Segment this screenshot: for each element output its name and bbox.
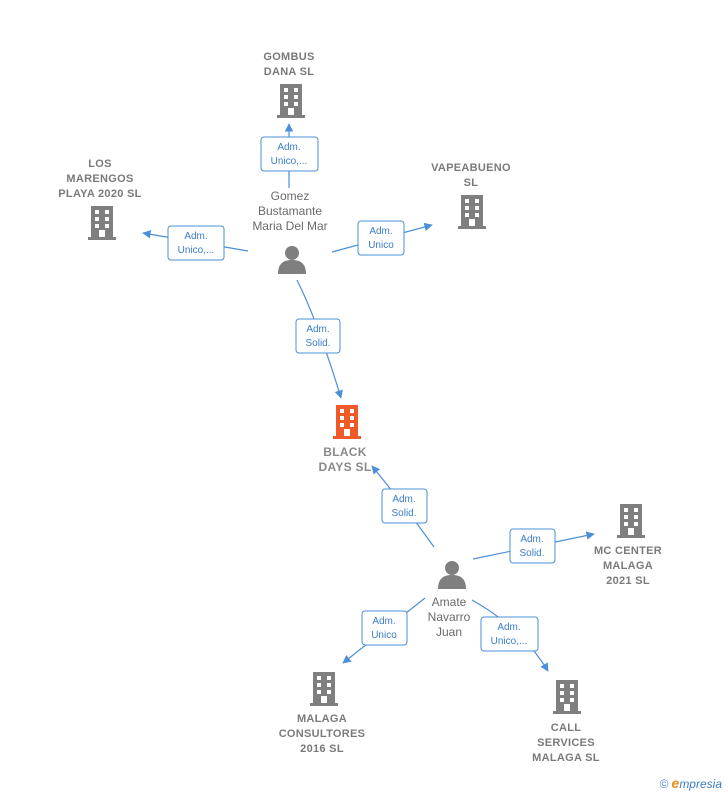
building-icon — [617, 504, 645, 538]
person-label-line: Gomez — [271, 189, 310, 203]
relation-label-line: Unico,... — [491, 636, 528, 647]
relation-label-mc-center[interactable]: Adm. Solid. — [509, 528, 556, 564]
relation-label-line: Unico,... — [178, 245, 215, 256]
company-label-line: MALAGA — [603, 560, 653, 572]
building-icon — [458, 195, 486, 229]
relation-label-amate-black[interactable]: Adm. Solid. — [381, 488, 428, 524]
relation-label-line: Solid. — [391, 508, 416, 519]
edges — [142, 123, 595, 672]
relation-label-line: Adm. — [392, 494, 415, 505]
company-label-line: DANA SL — [264, 66, 315, 78]
relation-label-vapeabueno[interactable]: Adm. Unico — [357, 220, 405, 256]
building-icon — [553, 680, 581, 714]
company-label-line: 2021 SL — [606, 575, 650, 587]
company-label-line: LOS — [88, 158, 112, 170]
person-node-gomez[interactable]: Gomez Bustamante Maria Del Mar — [252, 189, 328, 274]
relation-label-line: Adm. — [306, 324, 329, 335]
company-label-line: MALAGA — [297, 713, 347, 725]
company-label-line: MARENGOS — [66, 173, 133, 185]
relation-label-line: Adm. — [372, 616, 395, 627]
company-node-call-services[interactable]: CALL SERVICES MALAGA SL — [532, 680, 600, 764]
footer-brand: ©empresia — [660, 775, 722, 791]
company-label-line: MC CENTER — [594, 545, 662, 557]
relation-label-line: Adm. — [497, 622, 520, 633]
company-label-line: SL — [464, 177, 479, 189]
person-label-line: Bustamante — [258, 204, 322, 218]
person-label-line: Navarro — [428, 610, 471, 624]
person-label-line: Juan — [436, 625, 462, 639]
relation-label-gombus[interactable]: Adm. Unico,... — [260, 136, 319, 172]
relation-label-call[interactable]: Adm. Unico,... — [480, 616, 539, 652]
relation-label-line: Unico — [368, 240, 394, 251]
brand-initial: e — [671, 775, 680, 791]
company-label-line: BLACK — [323, 445, 367, 459]
building-icon-highlight — [333, 405, 361, 439]
relation-label-line: Adm. — [520, 534, 543, 545]
person-node-amate[interactable]: Amate Navarro Juan — [428, 561, 471, 639]
company-label-line: PLAYA 2020 SL — [58, 188, 141, 200]
building-icon — [310, 672, 338, 706]
relation-label-line: Adm. — [184, 231, 207, 242]
company-label-line: MALAGA SL — [532, 752, 600, 764]
company-label-line: DAYS SL — [318, 460, 371, 474]
person-label-line: Maria Del Mar — [252, 219, 327, 233]
relation-label-consultores[interactable]: Adm. Unico — [361, 610, 408, 646]
company-node-los-marengos[interactable]: LOS MARENGOS PLAYA 2020 SL — [58, 158, 141, 240]
person-label-line: Amate — [432, 595, 467, 609]
company-label-line: VAPEABUENO — [431, 162, 511, 174]
building-icon — [88, 206, 116, 240]
copyright-symbol: © — [659, 777, 669, 791]
relation-label-line: Adm. — [277, 142, 300, 153]
company-node-mc-center[interactable]: MC CENTER MALAGA 2021 SL — [594, 504, 662, 587]
brand-name: mpresia — [679, 777, 722, 791]
relation-label-gomez-black[interactable]: Adm. Solid. — [295, 318, 341, 354]
person-icon — [278, 246, 306, 274]
building-icon — [277, 84, 305, 118]
company-label-line: SERVICES — [537, 737, 595, 749]
company-node-black-days[interactable]: BLACK DAYS SL — [318, 405, 371, 474]
relation-label-line: Unico,... — [271, 156, 308, 167]
relation-label-line: Adm. — [369, 226, 392, 237]
company-node-gombus[interactable]: GOMBUS DANA SL — [263, 51, 314, 118]
company-node-malaga-consultores[interactable]: MALAGA CONSULTORES 2016 SL — [279, 672, 366, 755]
company-node-vapeabueno[interactable]: VAPEABUENO SL — [431, 162, 511, 229]
company-label-line: CALL — [551, 722, 582, 734]
company-label-line: 2016 SL — [300, 743, 344, 755]
relation-label-marengos[interactable]: Adm. Unico,... — [167, 225, 225, 261]
company-label-line: GOMBUS — [263, 51, 314, 63]
relation-label-line: Unico — [371, 630, 397, 641]
person-icon — [438, 561, 466, 589]
relation-label-line: Solid. — [519, 548, 544, 559]
relation-label-line: Solid. — [305, 338, 330, 349]
company-label-line: CONSULTORES — [279, 728, 366, 740]
